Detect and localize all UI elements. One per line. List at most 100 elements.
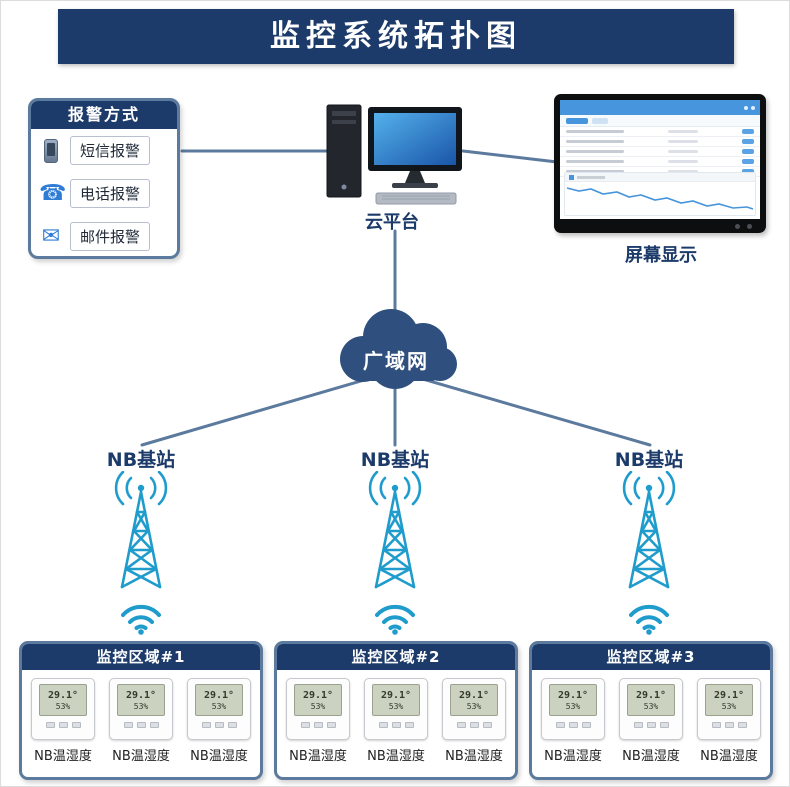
wifi-icon [121, 604, 161, 635]
monitor-area-3-devices: 29.1° 53% NB温湿度 29.1° 53% NB温湿度 [532, 670, 770, 764]
sensor-body: 29.1° 53% [541, 678, 605, 740]
dashboard-toolbar [560, 115, 760, 127]
nb-sensor: 29.1° 53% NB温湿度 [692, 678, 766, 764]
alarm-item-mail-label: 邮件报警 [70, 222, 151, 251]
sensor-buttons [698, 722, 760, 728]
monitor-area-3-title: 监控区域#3 [532, 644, 770, 670]
sensor-body: 29.1° 53% [109, 678, 173, 740]
telephone-icon: ☎ [39, 180, 67, 206]
lcd-temp: 29.1° [203, 689, 235, 701]
sensor-buttons [365, 722, 427, 728]
sensor-buttons [542, 722, 604, 728]
sensor-lcd: 29.1° 53% [549, 684, 597, 716]
sensor-body: 29.1° 53% [286, 678, 350, 740]
lcd-humidity: 53% [643, 701, 659, 711]
cloud-platform-computer-icon [326, 104, 462, 205]
sensor-lcd: 29.1° 53% [294, 684, 342, 716]
sensor-buttons [287, 722, 349, 728]
sensor-lcd: 29.1° 53% [627, 684, 675, 716]
lcd-temp: 29.1° [458, 689, 490, 701]
monitor-area-1: 监控区域#1 29.1° 53% NB温湿度 29.1° 53% [19, 641, 263, 780]
envelope-icon: ✉ [41, 223, 61, 249]
lcd-temp: 29.1° [380, 689, 412, 701]
sensor-buttons [620, 722, 682, 728]
sensor-buttons [443, 722, 505, 728]
sensor-lcd: 29.1° 53% [705, 684, 753, 716]
lcd-humidity: 53% [211, 701, 227, 711]
monitor-area-1-devices: 29.1° 53% NB温湿度 29.1° 53% NB温湿度 [22, 670, 260, 764]
display-screen [554, 94, 766, 233]
lcd-temp: 29.1° [557, 689, 589, 701]
lcd-humidity: 53% [388, 701, 404, 711]
monitor-area-1-title: 监控区域#1 [22, 644, 260, 670]
dashboard-table-row [560, 157, 760, 167]
base-station-3-label: NB基站 [614, 449, 684, 471]
dashboard-line-chart [566, 187, 754, 210]
monitor-area-2-devices: 29.1° 53% NB温湿度 29.1° 53% NB温湿度 [277, 670, 515, 764]
screen-button-icon [735, 224, 740, 229]
monitor-area-3: 监控区域#3 29.1° 53% NB温湿度 29.1° 53% [529, 641, 773, 780]
sensor-label: NB温湿度 [622, 749, 680, 764]
lcd-humidity: 53% [565, 701, 581, 711]
base-station-1-label: NB基站 [106, 449, 176, 471]
alarm-item-phone-label: 电话报警 [70, 179, 151, 208]
nb-sensor: 29.1° 53% NB温湿度 [26, 678, 100, 764]
dashboard-table-row [560, 147, 760, 157]
dashboard-header [560, 100, 760, 115]
base-station-2-label: NB基站 [360, 449, 430, 471]
sensor-label: NB温湿度 [112, 749, 170, 764]
sensor-body: 29.1° 53% [31, 678, 95, 740]
alarm-item-phone: ☎ 电话报警 [31, 172, 177, 215]
sensor-label: NB温湿度 [544, 749, 602, 764]
sensor-label: NB温湿度 [34, 749, 92, 764]
sensor-lcd: 29.1° 53% [39, 684, 87, 716]
lcd-temp: 29.1° [713, 689, 745, 701]
lcd-temp: 29.1° [125, 689, 157, 701]
wan-label: 广域网 [363, 349, 429, 373]
dashboard-table-row [560, 137, 760, 147]
nb-sensor: 29.1° 53% NB温湿度 [104, 678, 178, 764]
lcd-temp: 29.1° [635, 689, 667, 701]
sensor-body: 29.1° 53% [697, 678, 761, 740]
dashboard-chart-header [565, 173, 755, 182]
sensor-lcd: 29.1° 53% [450, 684, 498, 716]
sensor-body: 29.1° 53% [364, 678, 428, 740]
screen-button-icon [747, 224, 752, 229]
sensor-label: NB温湿度 [289, 749, 347, 764]
lcd-temp: 29.1° [47, 689, 79, 701]
smartphone-icon [44, 138, 58, 163]
cloud-platform-label: 云平台 [365, 212, 419, 233]
alarm-item-sms: 短信报警 [31, 129, 177, 172]
sensor-body: 29.1° 53% [187, 678, 251, 740]
radio-tower-icon [368, 471, 422, 589]
dashboard-table-row [560, 127, 760, 137]
alarm-panel-title: 报警方式 [31, 101, 177, 129]
dashboard-chart [564, 172, 756, 216]
nb-sensor: 29.1° 53% NB温湿度 [359, 678, 433, 764]
sensor-lcd: 29.1° 53% [372, 684, 420, 716]
alarm-item-mail: ✉ 邮件报警 [31, 215, 177, 256]
lcd-humidity: 53% [133, 701, 149, 711]
monitor-area-2-title: 监控区域#2 [277, 644, 515, 670]
lcd-humidity: 53% [466, 701, 482, 711]
sensor-label: NB温湿度 [700, 749, 758, 764]
sensor-body: 29.1° 53% [619, 678, 683, 740]
alarm-methods-panel: 报警方式 短信报警 ☎ 电话报警 ✉ 邮件报警 [28, 98, 180, 259]
radio-tower-icon [114, 471, 168, 589]
lcd-humidity: 53% [721, 701, 737, 711]
sensor-label: NB温湿度 [445, 749, 503, 764]
dashboard-screen [560, 100, 760, 219]
nb-sensor: 29.1° 53% NB温湿度 [437, 678, 511, 764]
radio-tower-icon [622, 471, 676, 589]
sensor-label: NB温湿度 [190, 749, 248, 764]
nb-sensor: 29.1° 53% NB温湿度 [614, 678, 688, 764]
nb-sensor: 29.1° 53% NB温湿度 [182, 678, 256, 764]
sensor-body: 29.1° 53% [442, 678, 506, 740]
sensor-lcd: 29.1° 53% [117, 684, 165, 716]
monitor-area-2: 监控区域#2 29.1° 53% NB温湿度 29.1° 53% [274, 641, 518, 780]
page-title: 监控系统拓扑图 [58, 9, 734, 64]
wifi-icon [629, 604, 669, 635]
sensor-buttons [188, 722, 250, 728]
